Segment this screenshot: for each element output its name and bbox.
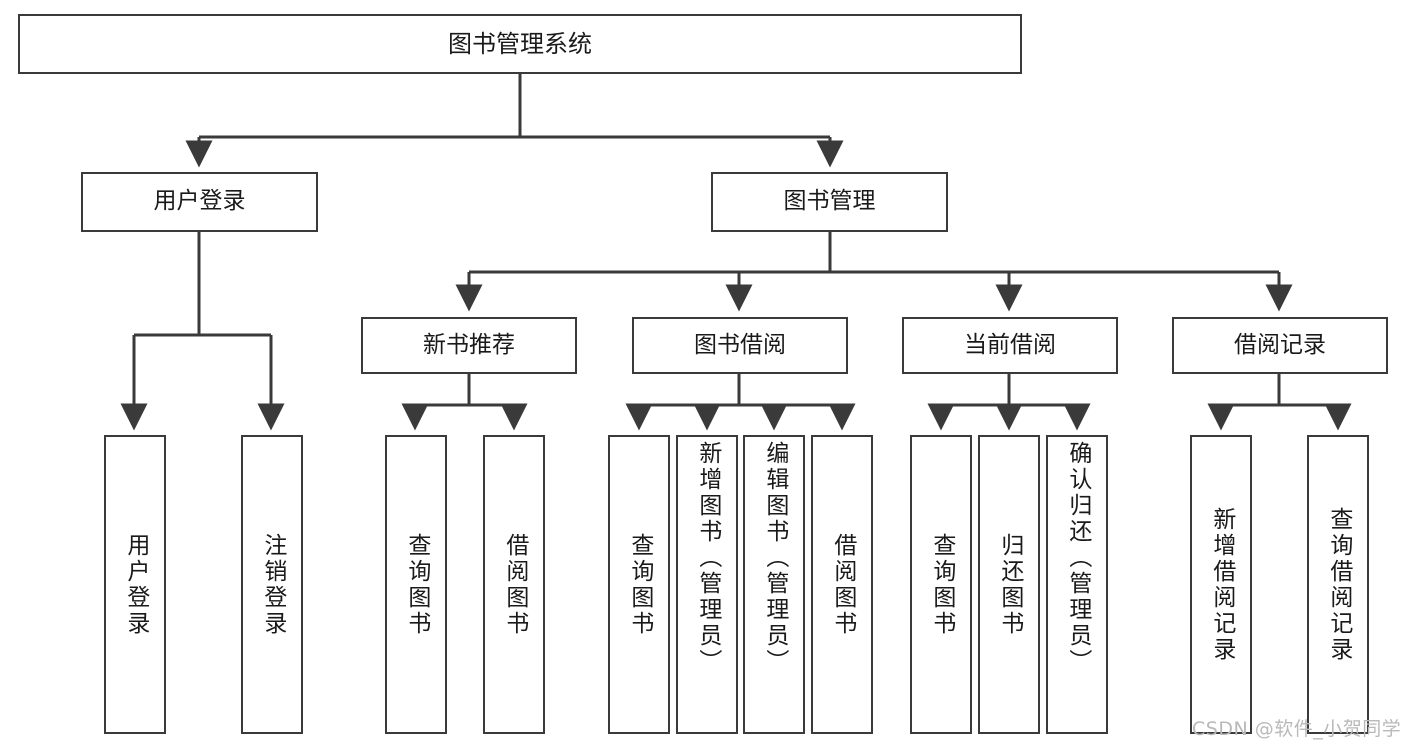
node-label: 借阅图书 (829, 532, 856, 637)
leaf-query-borrow-record[interactable]: 查询借阅记录 (1307, 435, 1369, 734)
leaf-borrow-book[interactable]: 借阅图书 (811, 435, 873, 734)
node-label: 用户登录 (122, 532, 149, 637)
leaf-query-book-current[interactable]: 查询图书 (910, 435, 972, 734)
leaf-edit-book-admin[interactable]: 编辑图书（管理员） (743, 435, 805, 734)
leaf-borrow-book-newbook[interactable]: 借阅图书 (483, 435, 545, 734)
node-label: 查询图书 (403, 532, 430, 637)
node-book-management[interactable]: 图书管理 (711, 172, 948, 232)
node-label: 查询图书 (928, 532, 955, 637)
node-new-book-recommend[interactable]: 新书推荐 (361, 317, 577, 374)
node-label: 新书推荐 (423, 331, 515, 358)
leaf-user-login[interactable]: 用户登录 (104, 435, 166, 734)
leaf-add-book-admin[interactable]: 新增图书（管理员） (676, 435, 738, 734)
watermark-text: CSDN @软件_小贺同学 (1192, 718, 1402, 740)
node-book-borrow[interactable]: 图书借阅 (632, 317, 848, 374)
node-label: 新增借阅记录 (1208, 506, 1235, 663)
node-label: 借阅记录 (1234, 331, 1326, 358)
node-label: 图书管理系统 (448, 29, 592, 58)
node-label: 编辑图书（管理员） (761, 441, 788, 675)
node-label: 查询借阅记录 (1325, 506, 1352, 663)
node-label: 当前借阅 (964, 331, 1056, 358)
node-label: 借阅图书 (501, 532, 528, 637)
node-borrow-record[interactable]: 借阅记录 (1172, 317, 1388, 374)
leaf-confirm-return-admin[interactable]: 确认归还（管理员） (1046, 435, 1108, 734)
leaf-return-book[interactable]: 归还图书 (978, 435, 1040, 734)
leaf-logout[interactable]: 注销登录 (241, 435, 303, 734)
node-label: 新增图书（管理员） (694, 441, 721, 675)
node-label: 图书管理 (783, 188, 876, 215)
node-label: 确认归还（管理员） (1064, 441, 1091, 675)
node-label: 查询图书 (626, 532, 653, 637)
leaf-add-borrow-record[interactable]: 新增借阅记录 (1190, 435, 1252, 734)
node-label: 用户登录 (153, 188, 246, 215)
node-root-system[interactable]: 图书管理系统 (18, 14, 1022, 74)
node-label: 注销登录 (259, 532, 286, 637)
node-label: 图书借阅 (694, 331, 786, 358)
leaf-query-book-borrow[interactable]: 查询图书 (608, 435, 670, 734)
node-label: 归还图书 (996, 532, 1023, 637)
node-user-login[interactable]: 用户登录 (81, 172, 318, 232)
node-current-borrow[interactable]: 当前借阅 (902, 317, 1118, 374)
leaf-query-book-newbook[interactable]: 查询图书 (385, 435, 447, 734)
